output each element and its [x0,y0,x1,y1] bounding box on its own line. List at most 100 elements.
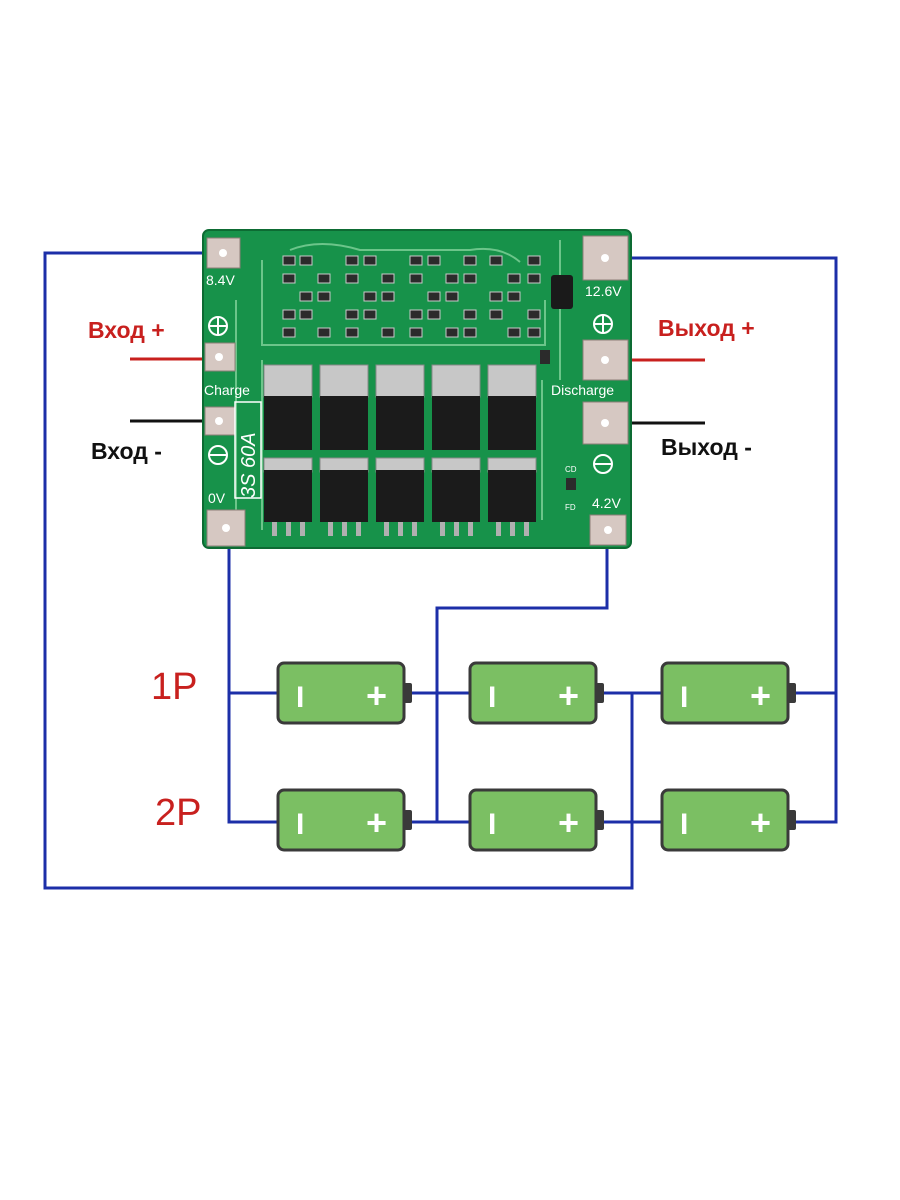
smd-part [463,327,477,338]
smd-part [299,291,313,302]
smd-part [445,291,459,302]
mosfet [376,470,424,522]
smd-part [381,327,395,338]
silk-fd: FD [565,503,576,512]
row-1p-label: 1P [151,666,198,708]
mosfet-tab [319,364,369,398]
smd-part [317,327,331,338]
smd-part [409,255,423,266]
smd-part [489,291,503,302]
mosfet-pin [468,522,473,536]
mosfet-pin [398,522,403,536]
plus-symbol [208,316,228,336]
smd-part [489,309,503,320]
pad-hole [222,524,230,532]
smd-part [409,273,423,284]
smd-part [363,309,377,320]
wire [606,256,838,824]
mosfet-pin [384,522,389,536]
plus-symbol [593,314,613,334]
pad-hole [219,249,227,257]
wire [227,528,278,824]
battery-minus-sign: I [296,681,304,714]
mosfet-pin [272,522,277,536]
mosfet [264,470,312,522]
silk-model: 3S 60A [238,432,260,498]
mosfet-tab [487,364,537,398]
battery-minus-sign: I [680,681,688,714]
smd-part [282,273,296,284]
silk-cd: CD [565,465,577,474]
mosfet-pin [454,522,459,536]
battery-plus-sign: + [558,675,579,716]
smd-part [381,273,395,284]
mosfet [488,470,536,522]
smd-part [363,291,377,302]
mosfet [488,396,536,450]
battery-plus-sign: + [750,675,771,716]
battery-plus-sign: + [750,802,771,843]
pad-hole [215,417,223,425]
mosfet-array [263,364,537,536]
silk-0v: 0V [208,490,226,506]
row-2p-label: 2P [155,792,202,834]
wire [435,530,609,822]
silk-charge: Charge [204,382,250,398]
smd-part [527,309,541,320]
trace [235,300,543,540]
battery-plus-sign: + [366,675,387,716]
mosfet-pin [286,522,291,536]
silk-8-4v: 8.4V [206,272,235,288]
smd-part [282,255,296,266]
mosfet-pin [412,522,417,536]
battery-minus-sign: I [296,808,304,841]
pad-hole [604,526,612,534]
battery-minus-sign: I [488,681,496,714]
smd-part [427,309,441,320]
smd-part [527,273,541,284]
trace [289,243,521,263]
smd-part [381,291,395,302]
input-plus-label: Вход + [88,317,165,343]
smd-part [409,309,423,320]
smd-part [463,273,477,284]
mosfet-pin [328,522,333,536]
smd-part [282,309,296,320]
battery-terminal [596,810,604,830]
battery-terminal [596,683,604,703]
smd-part [566,478,576,490]
smd-part [345,309,359,320]
smd-part [527,327,541,338]
mosfet [432,470,480,522]
output-minus-label: Выход - [661,434,752,460]
smd-part [507,273,521,284]
smd-part [282,327,296,338]
mosfet-pin [510,522,515,536]
minus-symbol [208,445,228,465]
pad-hole [601,254,609,262]
smd-part [445,327,459,338]
smd-part [345,255,359,266]
smd-part [507,327,521,338]
mosfet-pin [524,522,529,536]
mosfet-tab [263,364,313,398]
smd-components [282,255,576,490]
smd-part [507,291,521,302]
trace [261,240,561,380]
mosfet [264,396,312,450]
smd-part [427,255,441,266]
mosfet [320,470,368,522]
smd-part [317,291,331,302]
smd-part [317,273,331,284]
battery-terminal [788,683,796,703]
silk-4-2v: 4.2V [592,495,621,511]
battery-terminal [404,810,412,830]
pad-hole [601,356,609,364]
smd-part [489,255,503,266]
battery-minus-sign: I [488,808,496,841]
input-minus-label: Вход - [91,438,162,464]
pad-hole [601,419,609,427]
